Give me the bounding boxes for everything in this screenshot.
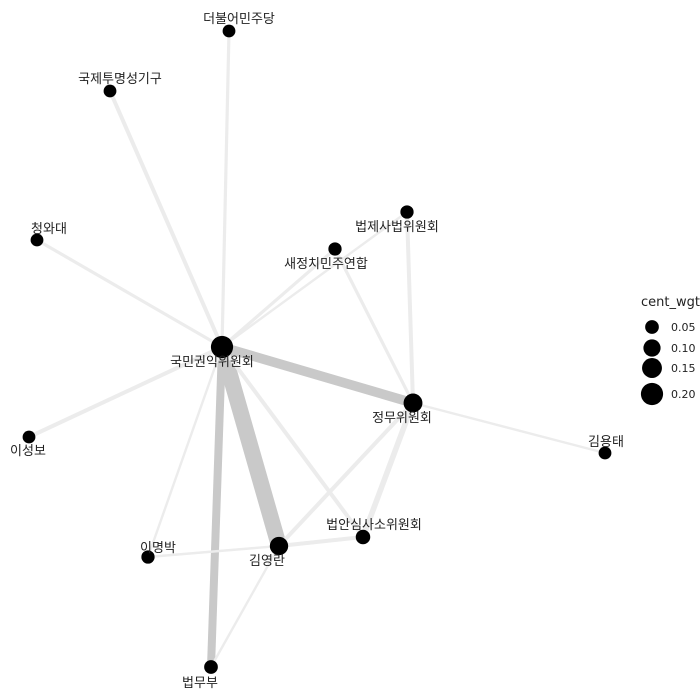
legend-label-0: 0.05: [671, 321, 696, 334]
node-label-ti: 국제투명성기구: [78, 72, 162, 87]
node-imyeongbak: [141, 550, 155, 564]
edge-kukmin-ti: [108, 90, 224, 348]
edge-kimyeongran-beopmubu: [209, 545, 281, 668]
node-ti: [103, 84, 117, 98]
node-label-beopmubu: 법무부: [182, 676, 218, 691]
edge-kimyeongran-imyeongbak: [147, 544, 280, 559]
node-beopmubu: [204, 660, 218, 674]
edge-jeongmu-beopan: [360, 402, 416, 538]
node-label-cheong: 청와대: [31, 222, 67, 237]
legend-key-3: [640, 382, 664, 406]
node-label-kukmin: 국민권익위원회: [170, 355, 254, 370]
legend-key-0: [645, 320, 659, 334]
node-label-beopan: 법안심사소위원회: [326, 518, 422, 533]
node-kukmin: [210, 335, 234, 359]
edge-kukmin-saejeong: [220, 247, 337, 349]
edge-kukmin-beopmubu: [207, 346, 226, 668]
node-iseongbo: [22, 430, 36, 444]
edges-layer: [28, 30, 606, 668]
edge-jeongmu-kimyongtae: [412, 401, 606, 455]
node-label-kimyeongran: 김영란: [249, 554, 285, 569]
edge-kukmin-beopsa: [221, 211, 408, 348]
legend-key-1: [643, 339, 661, 357]
node-label-minjoo: 더불어민주당: [203, 12, 275, 27]
node-label-iseongbo: 이성보: [10, 444, 46, 459]
nodes-layer: [22, 24, 612, 674]
edge-jeongmu-saejeong: [333, 248, 415, 404]
node-beopsa: [400, 205, 414, 219]
legend-items: 0.05 0.10 0.15 0.20: [640, 320, 696, 406]
node-kimyeongran: [269, 536, 289, 556]
node-label-kimyongtae: 김용태: [588, 435, 624, 450]
node-beopan: [355, 529, 371, 545]
edge-kukmin-imyeongbak: [146, 346, 224, 558]
edge-kukmin-kimyeongran: [214, 344, 287, 549]
edge-kukmin-beopan: [220, 345, 365, 539]
node-saejeong: [328, 242, 342, 256]
legend-key-2: [642, 358, 662, 378]
edge-kimyeongran-beopan: [278, 535, 364, 548]
node-jeongmu: [403, 393, 423, 413]
node-label-jeongmu: 정무위원회: [372, 411, 432, 426]
edge-jeongmu-beopsa: [405, 211, 415, 404]
edge-kukmin-jeongmu: [220, 342, 415, 408]
legend-title: cent_wgt: [641, 295, 700, 310]
node-label-beopsa: 법제사법위원회: [355, 220, 439, 235]
legend-label-1: 0.10: [671, 342, 696, 355]
edge-kukmin-minjoo: [220, 30, 231, 348]
legend: cent_wgt 0.05 0.10 0.15 0.20: [640, 295, 700, 406]
node-label-saejeong: 새정치민주연합: [284, 257, 368, 272]
legend-label-3: 0.20: [671, 388, 696, 401]
node-cheong: [30, 233, 44, 247]
legend-label-2: 0.15: [671, 362, 696, 375]
node-minjoo: [222, 24, 236, 38]
edge-kukmin-cheong: [36, 238, 223, 349]
node-kimyongtae: [598, 446, 612, 460]
edge-kukmin-iseongbo: [28, 345, 223, 439]
edge-jeongmu-kimyeongran: [277, 401, 415, 548]
node-label-imyeongbak: 이명박: [140, 541, 176, 556]
